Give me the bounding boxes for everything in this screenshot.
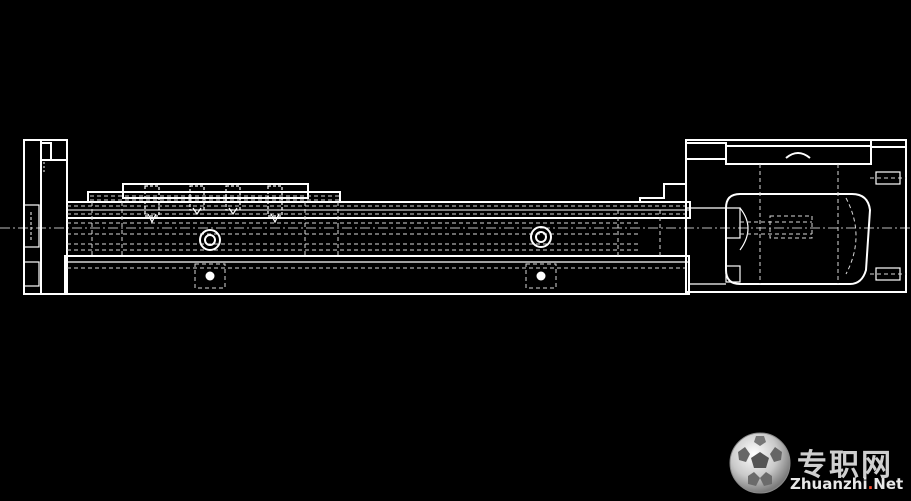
roller-right [530,226,552,248]
watermark-site-dot: . [867,475,874,493]
motor-hidden-lines [740,164,906,284]
watermark-chinese-text: 专职网 [797,448,893,483]
main-rail-body [64,183,691,295]
soccer-ball-icon [729,432,791,494]
carriage-screws [144,185,283,224]
watermark-site-part1: Zhuanzhi [790,475,868,493]
watermark-site-name: Zhuanzhi.Net [790,475,903,493]
mount-hole-right [536,271,546,281]
right-motor-housing [685,139,907,293]
left-end-plate [23,139,68,295]
mount-hole-left [205,271,215,281]
watermark-site-part2: Net [873,475,904,493]
roller-left [199,229,221,251]
